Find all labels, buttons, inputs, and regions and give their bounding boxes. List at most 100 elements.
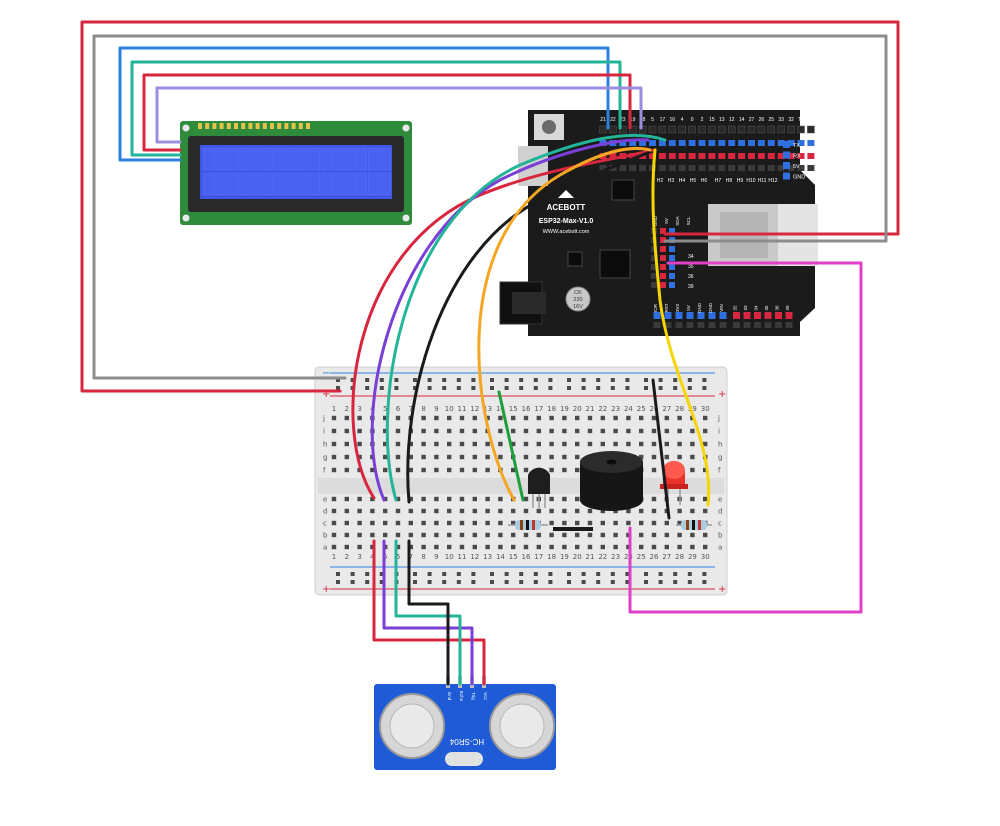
bottom-pin: [743, 312, 751, 319]
breadboard-hole: [523, 441, 529, 447]
breadboard-hole: [421, 467, 426, 473]
lcd-pin: [306, 123, 310, 129]
top-pin-label: 17: [660, 117, 666, 123]
breadboard-hole: [511, 532, 516, 538]
breadboard-hole: [664, 428, 669, 434]
breadboard-hole: [459, 467, 465, 473]
header-pin: [757, 125, 766, 134]
breadboard-hole: [383, 428, 388, 434]
row-letter: h: [323, 441, 327, 449]
breadboard-hole: [536, 441, 541, 447]
breadboard-hole: [485, 454, 490, 460]
rail-hole: [379, 580, 384, 584]
rail-hole: [581, 386, 586, 390]
breadboard-hole: [523, 454, 529, 460]
rail-hole: [658, 378, 663, 382]
bottom-pin-label: GND: [708, 302, 713, 313]
rail-hole: [519, 378, 524, 382]
wire-green-short: [497, 390, 525, 502]
mid-pin: [651, 255, 657, 261]
wire-teal-curve: [385, 133, 667, 502]
mid-col-label: 34: [688, 254, 694, 260]
breadboard-hole: [447, 415, 452, 421]
top-pin-label: 2: [701, 117, 704, 123]
header-pin: [658, 125, 667, 134]
column-number-top: 28: [675, 405, 684, 413]
column-number-top: 6: [396, 405, 401, 413]
breadboard-hole: [395, 508, 401, 514]
column-number-top: 30: [701, 405, 710, 413]
breadboard-hole: [639, 441, 644, 447]
mid-pin: [669, 228, 675, 234]
wire-yellow-curve: [651, 148, 711, 507]
wire-red-curve: [351, 148, 657, 500]
rail-hole: [456, 580, 461, 584]
rail-hole: [442, 572, 447, 576]
breadboard-hole: [664, 415, 669, 421]
top-pin-label: 16: [670, 117, 676, 123]
right-pin-label: TX: [793, 143, 800, 149]
bottom-pin-black: [775, 322, 782, 328]
breadboard-hole: [434, 428, 439, 434]
row-letter: b: [718, 532, 723, 540]
bottom-pin-black: [686, 322, 694, 328]
breadboard-hole: [421, 441, 426, 447]
breadboard-hole: [511, 508, 516, 514]
bottom-pin-black: [785, 322, 793, 328]
rail-hole: [365, 378, 370, 382]
bottom-pin-label: 3V3: [675, 304, 680, 313]
breadboard-hole: [498, 441, 503, 447]
header-pin-red: [728, 153, 736, 159]
breadboard-hole: [613, 428, 618, 434]
column-number-top: 13: [483, 405, 492, 413]
mid-label: SCL: [686, 216, 691, 225]
breadboard-hole: [587, 520, 593, 526]
breadboard-hole: [587, 508, 593, 514]
breadboard-hole: [331, 508, 337, 514]
breadboard-hole: [613, 508, 618, 514]
h-label: H11: [758, 178, 767, 184]
sensor-name: HC-SR04: [449, 737, 484, 746]
rail-hole: [456, 386, 461, 390]
breadboard-hole: [472, 520, 477, 526]
rail-hole: [596, 378, 601, 382]
rail-hole: [673, 572, 678, 576]
breadboard-hole: [575, 428, 580, 434]
column-number-bottom: 17: [534, 553, 543, 561]
mid-pin: [669, 246, 675, 252]
lcd-pin: [212, 123, 217, 129]
column-number-top: 23: [611, 405, 620, 413]
breadboard-hole: [703, 428, 708, 434]
breadboard-hole: [357, 532, 362, 538]
breadboard-hole: [549, 467, 554, 473]
column-number-top: 2: [345, 405, 349, 413]
lcd-cell: [379, 172, 391, 196]
plus-rail-label-top: +: [322, 389, 330, 400]
breadboard-hole: [523, 467, 529, 473]
breadboard-hole: [408, 532, 413, 538]
rail-hole: [519, 572, 524, 576]
breadboard-hole: [575, 520, 580, 526]
breadboard-hole: [600, 544, 605, 550]
breadboard-hole: [344, 532, 349, 538]
rail-hole: [427, 378, 432, 382]
rail-hole: [548, 580, 553, 584]
board-model: ESP32-Max-V1.0: [539, 218, 594, 225]
breadboard-hole: [383, 532, 388, 538]
breadboard-hole: [344, 508, 349, 514]
rail-hole: [413, 572, 417, 576]
breadboard-hole: [331, 441, 337, 447]
breadboard-hole: [395, 496, 401, 502]
rail-hole: [456, 572, 461, 576]
header-pin: [638, 125, 647, 134]
lcd-cell: [332, 147, 344, 171]
breadboard-hole: [677, 520, 682, 526]
column-number-top: 8: [421, 405, 425, 413]
header-pin-red: [678, 153, 686, 159]
header-pin-red: [797, 153, 805, 159]
column-number-bottom: 2: [345, 553, 349, 561]
breadboard-hole: [511, 415, 516, 421]
wire-red-sensor: [372, 539, 486, 686]
h-label: H5: [690, 178, 697, 184]
rail-hole: [658, 386, 663, 390]
